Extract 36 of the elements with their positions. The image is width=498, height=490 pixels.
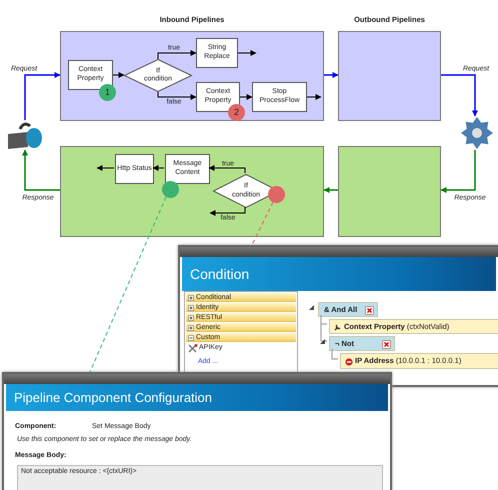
dialog-window — [2, 372, 392, 490]
arrow — [324, 187, 338, 193]
arrow — [324, 72, 338, 78]
dialog-window — [178, 245, 498, 387]
marker-dot — [268, 186, 285, 203]
arrow — [158, 50, 196, 60]
arrow — [238, 50, 256, 56]
pipeline-panel — [60, 146, 324, 237]
window-header: Pipeline Component Configuration — [6, 384, 388, 411]
category-bar — [186, 313, 296, 322]
condition-item — [329, 319, 498, 334]
dashed-connector — [90, 196, 166, 372]
arrow — [441, 74, 478, 116]
arrow — [96, 165, 114, 171]
arrow — [158, 92, 196, 100]
arrow — [22, 150, 60, 191]
arrow — [112, 72, 124, 78]
category-bar — [186, 303, 296, 312]
condition-item — [329, 336, 395, 351]
dashed-connector — [252, 202, 274, 246]
condition-item — [340, 353, 498, 369]
marker-dot — [162, 181, 179, 198]
category-bar — [186, 323, 296, 332]
arrow — [306, 94, 322, 100]
arrow — [240, 94, 252, 100]
category-bar — [186, 293, 296, 302]
arrow — [152, 165, 164, 171]
arrow — [24, 72, 60, 120]
condition-item — [318, 302, 378, 317]
connector-line — [332, 348, 338, 360]
pipeline-panel — [338, 146, 441, 237]
arrow — [210, 206, 246, 216]
window-header: Condition — [182, 257, 496, 291]
arrow — [208, 165, 246, 174]
arrow — [440, 150, 476, 193]
category-bar — [186, 333, 296, 342]
